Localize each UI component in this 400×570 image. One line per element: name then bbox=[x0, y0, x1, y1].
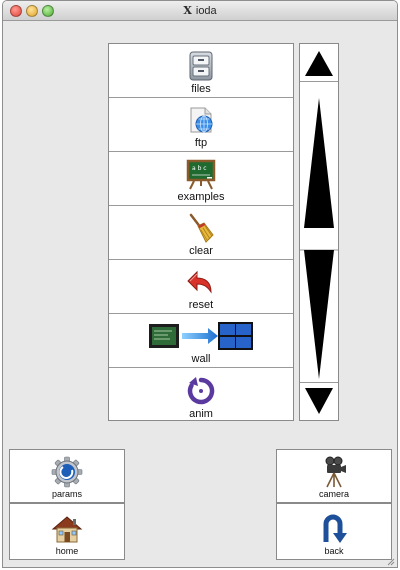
scroll-track[interactable] bbox=[300, 82, 338, 382]
camera-button[interactable]: camera bbox=[276, 449, 392, 503]
menu-item-files[interactable]: files bbox=[109, 44, 293, 98]
triangle-down-icon bbox=[305, 388, 333, 414]
menu-item-examples[interactable]: a b c examples bbox=[109, 152, 293, 206]
menu-item-ftp[interactable]: ftp bbox=[109, 98, 293, 152]
scroll-down-button[interactable] bbox=[300, 382, 338, 420]
menu-list: files ftp a b c bbox=[108, 43, 294, 421]
home-label: home bbox=[55, 546, 79, 556]
chalkboard-icon: a b c bbox=[186, 159, 216, 190]
scroll-thumb-icon[interactable] bbox=[300, 82, 338, 382]
broom-icon bbox=[189, 213, 214, 243]
window-title-text: ioda bbox=[195, 5, 217, 17]
scroll-up-button[interactable] bbox=[300, 44, 338, 82]
movie-camera-icon bbox=[325, 456, 346, 488]
back-label: back bbox=[324, 546, 344, 556]
menu-item-anim[interactable]: anim bbox=[109, 368, 293, 422]
minimize-window-button[interactable] bbox=[26, 5, 38, 17]
svg-text:a b c: a b c bbox=[192, 165, 207, 172]
gear-icon bbox=[51, 456, 83, 488]
menu-item-label: wall bbox=[191, 353, 211, 365]
triangle-up-icon bbox=[305, 51, 333, 76]
menu-scrollbar[interactable] bbox=[299, 43, 339, 421]
camera-label: camera bbox=[318, 489, 349, 499]
wall-display-icon bbox=[149, 322, 253, 350]
close-window-button[interactable] bbox=[10, 5, 22, 17]
params-button[interactable]: params bbox=[9, 449, 125, 503]
zoom-window-button[interactable] bbox=[42, 5, 54, 17]
menu-item-label: anim bbox=[189, 408, 213, 420]
back-button[interactable]: back bbox=[276, 503, 392, 560]
menu-item-wall[interactable]: wall bbox=[109, 314, 293, 368]
menu-item-clear[interactable]: clear bbox=[109, 206, 293, 260]
x11-logo-icon: X bbox=[183, 4, 192, 17]
house-icon bbox=[51, 516, 83, 543]
params-label: params bbox=[51, 489, 82, 499]
main-content: files ftp a b c bbox=[3, 22, 397, 567]
menu-item-label: files bbox=[191, 83, 211, 95]
resize-grip-icon[interactable] bbox=[385, 556, 395, 566]
file-cabinet-icon bbox=[189, 51, 213, 81]
undo-arrow-icon bbox=[187, 270, 212, 294]
u-turn-arrow-icon bbox=[323, 514, 347, 543]
home-button[interactable]: home bbox=[9, 503, 125, 560]
menu-item-label: clear bbox=[189, 245, 213, 257]
menu-item-reset[interactable]: reset bbox=[109, 260, 293, 314]
menu-item-label: reset bbox=[188, 299, 214, 311]
menu-item-label: examples bbox=[177, 191, 225, 203]
ftp-globe-icon bbox=[190, 107, 213, 133]
rotate-arrow-icon bbox=[187, 377, 215, 405]
menu-item-label: ftp bbox=[194, 137, 208, 149]
